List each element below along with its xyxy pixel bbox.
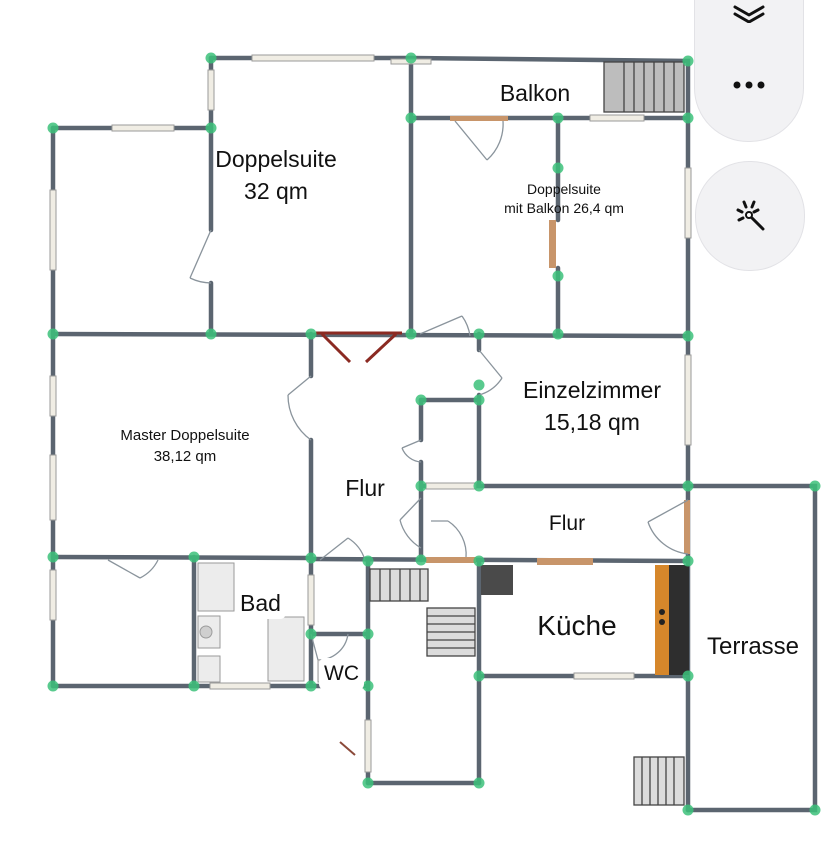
room-name: Doppelsuite <box>527 181 601 197</box>
room-label-master: Master Doppelsuite 38,12 qm <box>90 425 280 467</box>
room-name: Flur <box>345 475 385 501</box>
room-label-bad: Bad <box>235 587 286 619</box>
room-name: Küche <box>537 610 617 641</box>
wall-nodes <box>47 52 821 816</box>
bathroom-fixtures <box>197 562 339 683</box>
room-label-flur-small: Flur <box>536 508 598 540</box>
room-name: Doppelsuite <box>215 146 337 172</box>
room-label-einzelzimmer: Einzelzimmer 15,18 qm <box>502 374 682 438</box>
magic-wand-button[interactable] <box>695 161 805 271</box>
room-label-balkon: Balkon <box>480 77 590 109</box>
room-label-kueche: Küche <box>522 608 632 644</box>
room-label-terrasse: Terrasse <box>702 631 805 663</box>
room-name: Einzelzimmer <box>522 377 662 403</box>
room-name: WC <box>324 662 359 685</box>
room-name: Master Doppelsuite <box>120 427 250 444</box>
room-label-wc: WC <box>319 658 364 690</box>
room-name: Balkon <box>499 80 571 106</box>
layers-button[interactable] <box>695 0 803 23</box>
room-label-doppelsuite-balkon: Doppelsuite mit Balkon 26,4 qm <box>474 180 654 218</box>
doors <box>107 116 690 756</box>
room-area: mit Balkon 26,4 qm <box>504 200 624 216</box>
more-button[interactable] <box>695 79 803 91</box>
room-name: Bad <box>240 590 281 616</box>
room-label-flur-main: Flur <box>330 472 400 504</box>
magic-wand-icon <box>736 200 765 231</box>
room-area: 38,12 qm <box>153 448 217 465</box>
layers-icon <box>733 5 765 23</box>
room-area: 32 qm <box>244 178 308 204</box>
room-name: Terrasse <box>707 633 800 660</box>
layers-more-pill <box>694 0 804 142</box>
room-label-doppelsuite: Doppelsuite 32 qm <box>196 143 356 207</box>
red-double-door <box>316 331 402 364</box>
stairs <box>369 61 685 806</box>
room-name: Flur <box>548 512 586 535</box>
room-area: 15,18 qm <box>544 409 640 435</box>
kitchen-counter <box>481 565 689 675</box>
more-icon <box>733 81 765 89</box>
windows <box>49 54 692 773</box>
